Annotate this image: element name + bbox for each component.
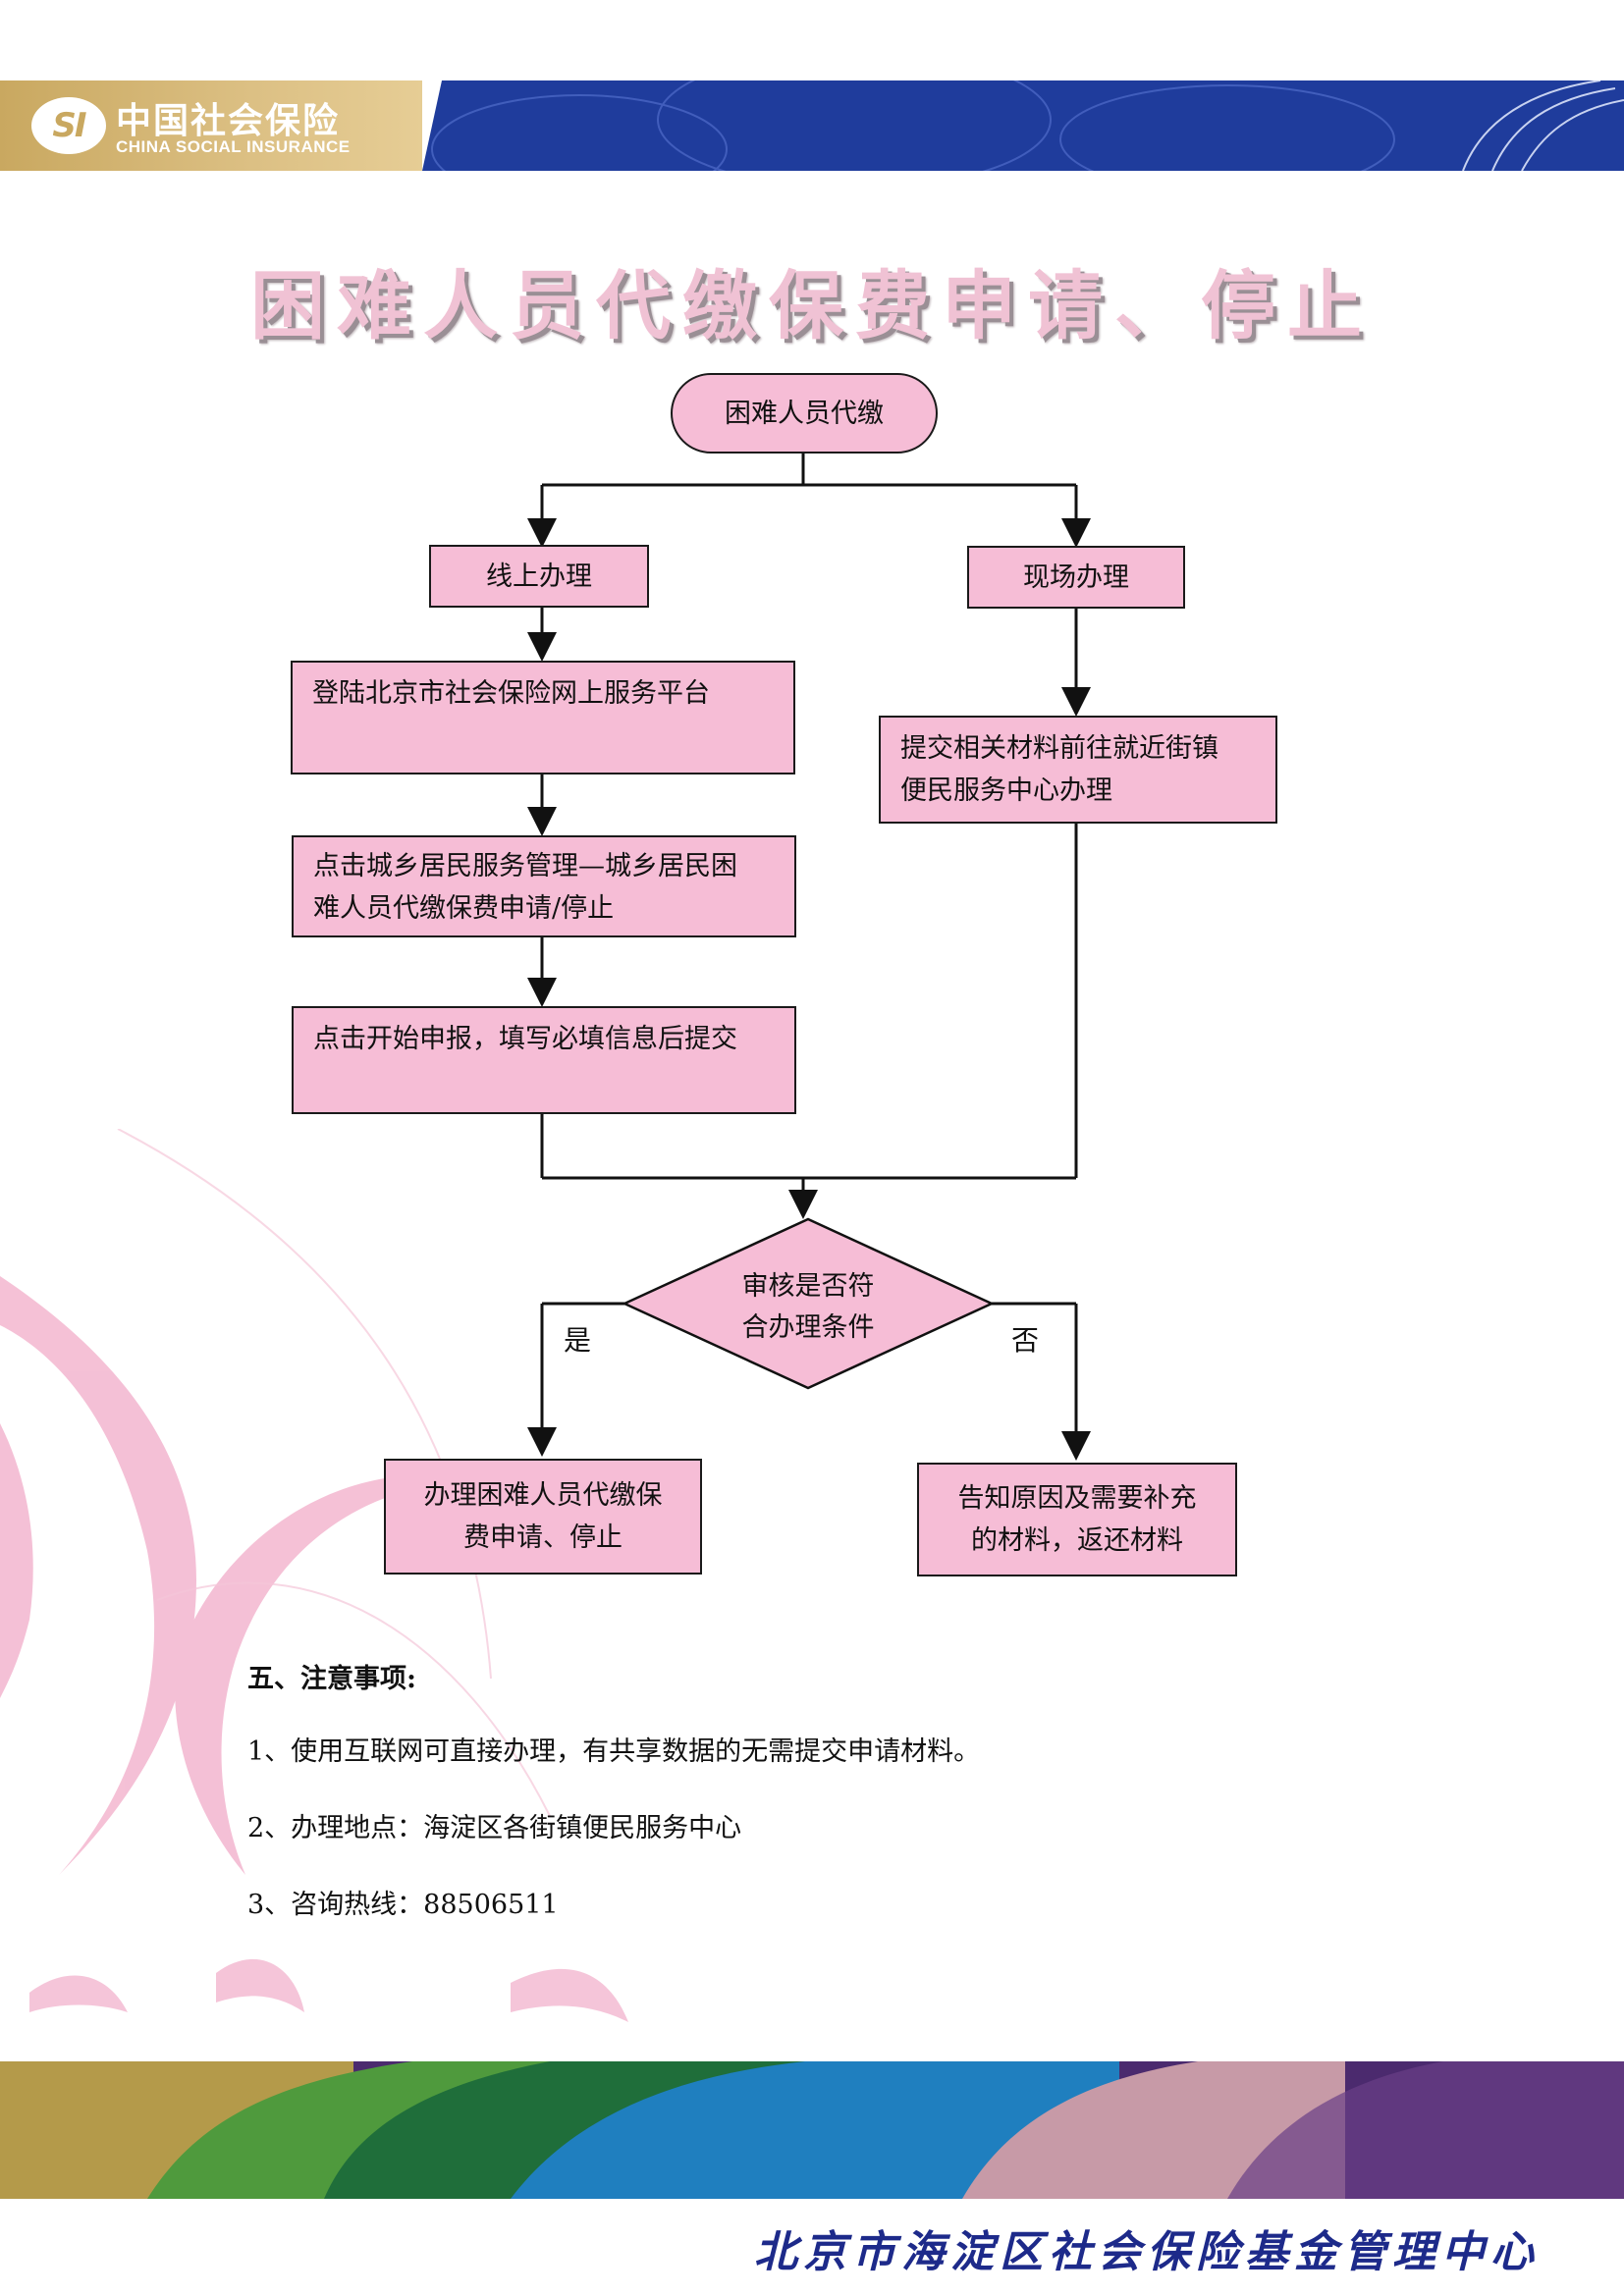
- flow-onsite-step-line1: 提交相关材料前往就近街镇: [900, 733, 1218, 764]
- flow-result-yes-line2: 费申请、停止: [463, 1522, 623, 1553]
- flow-decision-line2: 合办理条件: [741, 1312, 875, 1343]
- flow-click-label-line2: 难人员代缴保费申请/停止: [313, 893, 615, 924]
- flow-decision-line1: 审核是否符: [741, 1271, 875, 1302]
- flow-click-node: 点击城乡居民服务管理—城乡居民困 难人员代缴保费申请/停止: [292, 835, 796, 937]
- notes-heading: 五、注意事项:: [247, 1664, 416, 1694]
- flowchart-connectors: [527, 452, 1091, 1461]
- flow-click-label-line1: 点击城乡居民服务管理—城乡居民困: [313, 851, 737, 881]
- flow-result-no-line1: 告知原因及需要补充: [957, 1483, 1197, 1514]
- flow-result-yes-node: 办理困难人员代缴保 费申请、停止: [384, 1459, 702, 1575]
- flow-login-label: 登陆北京市社会保险网上服务平台: [312, 678, 710, 709]
- flow-start-node: 困难人员代缴: [671, 373, 938, 454]
- footer-organization: 北京市海淀区社会保险基金管理中心: [754, 2227, 1540, 2277]
- flow-decision-text: 审核是否符 合办理条件: [690, 1266, 926, 1349]
- note-item-2: 2、办理地点：海淀区各街镇便民服务中心: [247, 1813, 742, 1843]
- flow-submit-node: 点击开始申报，填写必填信息后提交: [292, 1006, 796, 1114]
- si-logo-icon: SI: [31, 97, 106, 154]
- flow-result-no-node: 告知原因及需要补充 的材料，返还材料: [917, 1463, 1237, 1576]
- note-item-1: 1、使用互联网可直接办理，有共享数据的无需提交申请材料。: [247, 1736, 981, 1767]
- flow-no-label: 否: [1011, 1324, 1040, 1357]
- flow-submit-label: 点击开始申报，填写必填信息后提交: [313, 1024, 737, 1054]
- logo-english-name: CHINA SOCIAL INSURANCE: [116, 137, 351, 156]
- logo-mark-text: SI: [52, 106, 86, 145]
- decision-diamond-shape: [622, 1217, 995, 1390]
- flow-onsite-step-line2: 便民服务中心办理: [900, 775, 1112, 806]
- flow-online-label: 线上办理: [486, 561, 592, 592]
- flow-onsite-step-node: 提交相关材料前往就近街镇 便民服务中心办理: [879, 716, 1277, 824]
- flow-start-label: 困难人员代缴: [725, 398, 884, 429]
- note-item-3: 3、咨询热线：88506511: [247, 1890, 559, 1920]
- flow-online-node: 线上办理: [429, 545, 649, 608]
- flow-result-no-line2: 的材料，返还材料: [971, 1525, 1183, 1556]
- flow-result-yes-line1: 办理困难人员代缴保: [423, 1480, 663, 1511]
- pink-swirl-decoration: [0, 1129, 628, 2022]
- footer-color-band: [0, 2061, 1624, 2199]
- flow-onsite-label: 现场办理: [1023, 561, 1129, 593]
- flow-onsite-node: 现场办理: [967, 546, 1185, 609]
- flow-login-node: 登陆北京市社会保险网上服务平台: [291, 661, 795, 774]
- logo-chinese-name: 中国社会保险: [116, 101, 341, 141]
- header-blue-banner: [422, 80, 1624, 171]
- page-title: 困难人员代缴保费申请、停止: [250, 262, 1374, 349]
- flow-yes-label: 是: [564, 1324, 592, 1357]
